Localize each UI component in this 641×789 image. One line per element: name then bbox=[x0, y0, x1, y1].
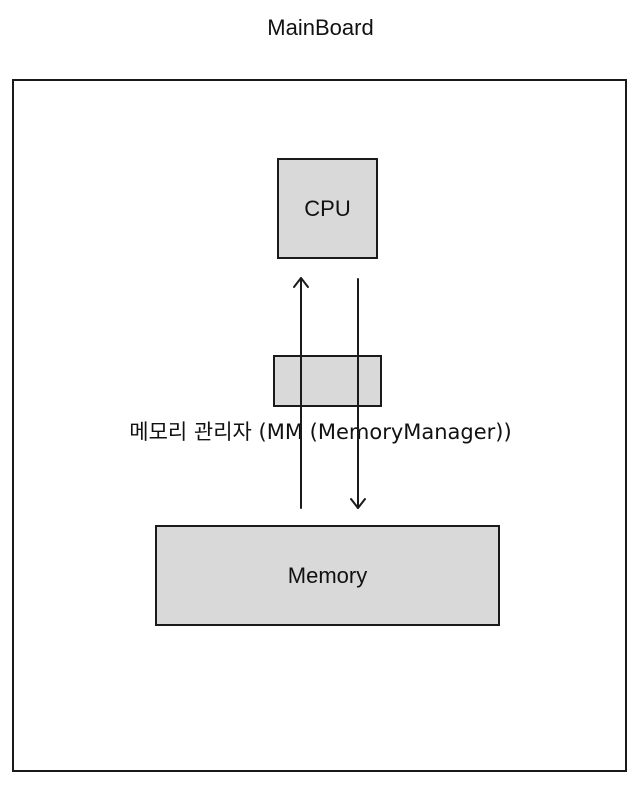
arrow-cpu-to-memory bbox=[350, 278, 366, 509]
cpu-node: CPU bbox=[277, 158, 378, 259]
mainboard-title: MainBoard bbox=[267, 15, 374, 40]
memory-manager-node bbox=[273, 355, 382, 407]
mainboard-frame bbox=[12, 79, 627, 772]
memory-label: Memory bbox=[287, 562, 368, 588]
cpu-label: CPU bbox=[304, 195, 351, 221]
memory-node: Memory bbox=[155, 525, 500, 626]
arrow-memory-to-cpu bbox=[293, 277, 309, 509]
memory-manager-label: 메모리 관리자 (MM (MemoryManager)) bbox=[129, 420, 512, 444]
